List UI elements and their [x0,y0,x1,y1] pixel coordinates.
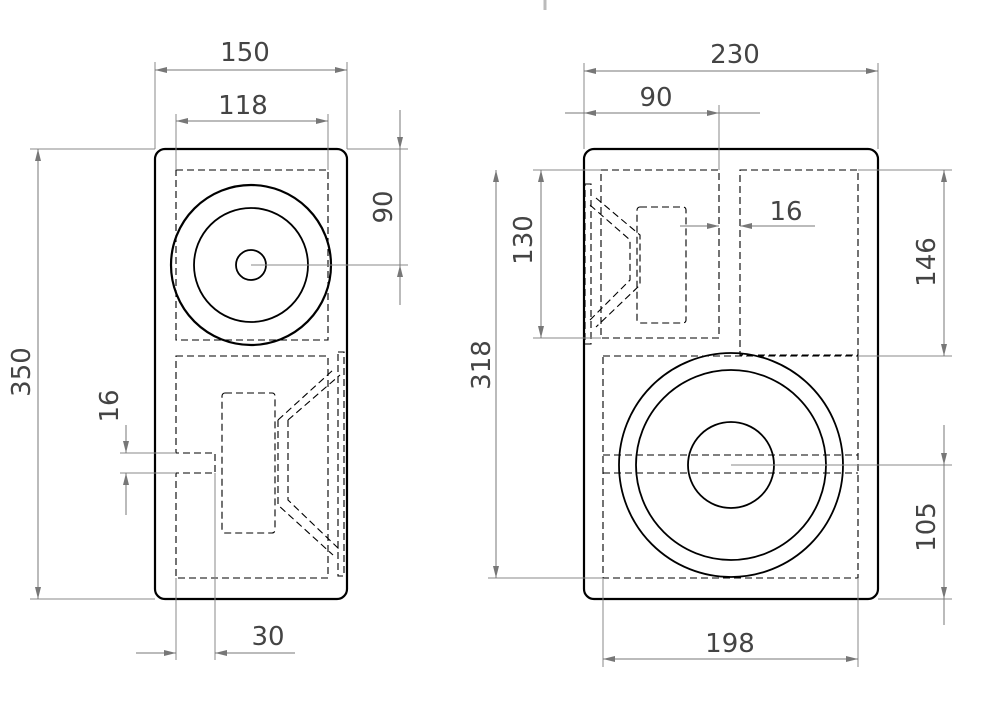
dim-overall-width: 230 [710,40,760,70]
dim-upper-chamber-height: 146 [912,237,942,287]
side-driver-flange [337,351,345,577]
tweeter-chamber [600,169,720,339]
dim-inner-height: 318 [467,340,497,390]
dim-driver-center-from-top: 90 [369,190,399,223]
upper-chamber [175,169,329,341]
side-driver-basket [277,369,341,556]
tweeter-magnet-front [636,206,687,324]
dim-tweeter-chamber-width: 90 [639,83,672,113]
dim-overall-depth: 150 [220,38,270,68]
front-view: 230 90 16 130 318 146 105 198 [467,40,952,667]
dim-tweeter-chamber-height: 130 [509,215,539,265]
side-cabinet-outline [153,147,349,601]
dim-port-height: 16 [95,389,125,422]
front-cabinet-outline [582,147,880,601]
dim-driver-cutout-width: 118 [218,91,268,121]
side-view: 150 118 90 350 16 30 [7,38,408,660]
tweeter-magnet [221,392,276,534]
front-tweeter-flange [584,183,592,345]
upper-right-chamber [739,169,859,356]
dim-port-length: 30 [251,622,284,652]
dim-inner-width: 198 [705,629,755,659]
front-tweeter-basket [589,197,641,328]
woofer-chamber [602,355,859,579]
dim-overall-height: 350 [7,347,37,397]
dim-divider-thickness: 16 [769,197,802,227]
lower-chamber-with-port [175,355,329,579]
dim-woofer-center-from-bottom: 105 [912,502,942,552]
